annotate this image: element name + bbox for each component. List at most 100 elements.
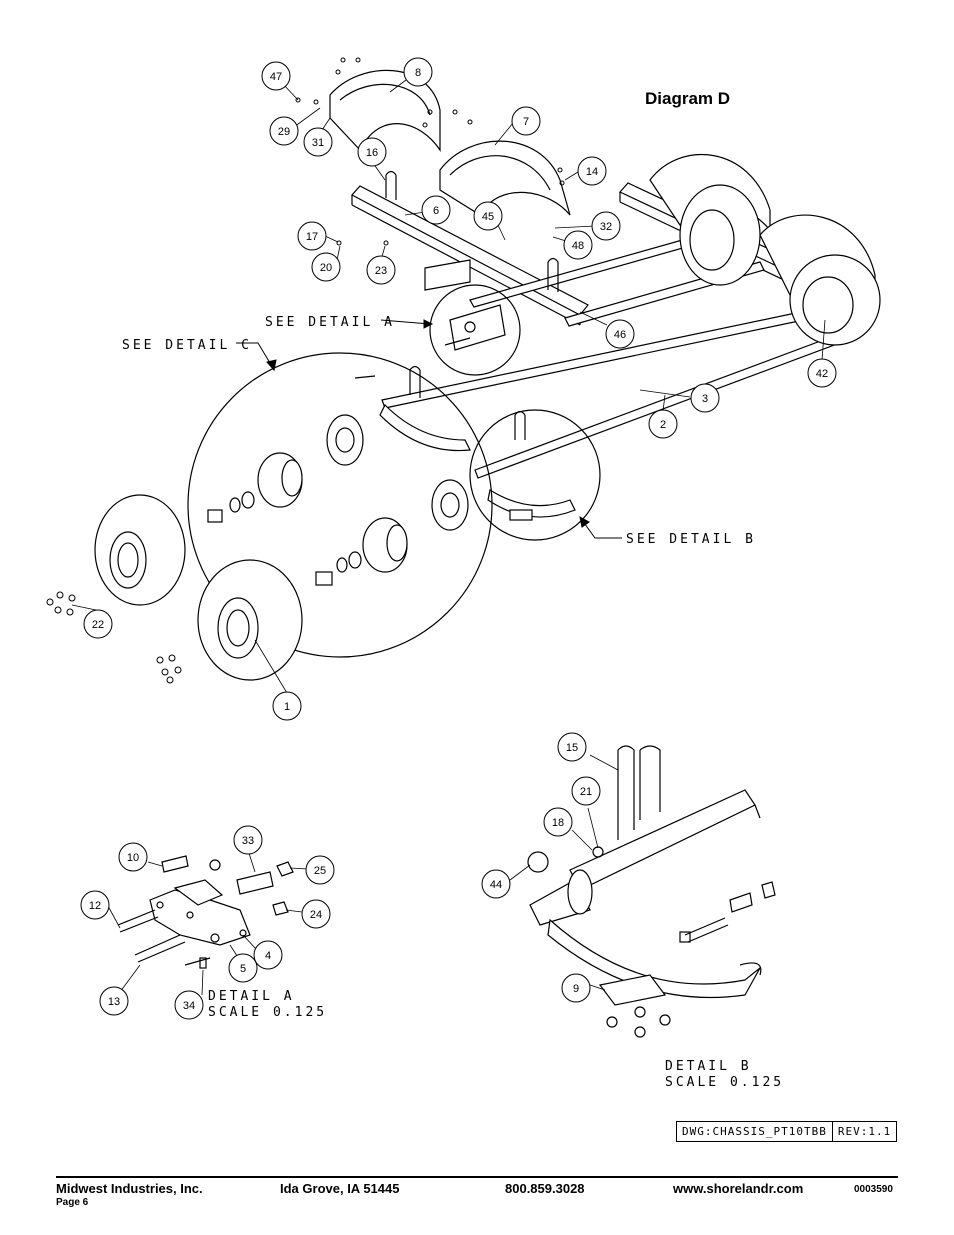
callout-label-4: 4 bbox=[265, 950, 271, 962]
callout-label-16: 16 bbox=[366, 147, 378, 159]
callout-label-48: 48 bbox=[572, 240, 584, 252]
callout-label-22: 22 bbox=[92, 619, 104, 631]
callout-circle-33 bbox=[233, 825, 263, 855]
callout-label-15: 15 bbox=[566, 742, 578, 754]
see-detail-c-label: SEE DETAIL C bbox=[122, 338, 252, 353]
callout-circle-32 bbox=[591, 211, 621, 241]
callout-label-13: 13 bbox=[108, 996, 120, 1008]
callout-label-29: 29 bbox=[278, 126, 290, 138]
callout-label-34: 34 bbox=[183, 1000, 195, 1012]
callout-circle-18 bbox=[543, 807, 573, 837]
callout-circle-6 bbox=[421, 195, 451, 225]
diagram-title: Diagram D bbox=[645, 89, 731, 108]
detail-a-circle bbox=[429, 284, 521, 376]
callout-label-45: 45 bbox=[482, 211, 494, 223]
callout-circle-3 bbox=[690, 383, 720, 413]
callout-label-21: 21 bbox=[580, 786, 592, 798]
callout-circle-1 bbox=[272, 691, 302, 721]
callout-circle-47 bbox=[261, 61, 291, 91]
u-bolts-main bbox=[385, 170, 559, 292]
callout-label-2: 2 bbox=[660, 419, 666, 431]
callout-circle-31 bbox=[303, 127, 333, 157]
callout-circle-25 bbox=[305, 855, 335, 885]
callout-circle-13 bbox=[99, 986, 129, 1016]
callout-circle-20 bbox=[311, 252, 341, 282]
callout-circle-17 bbox=[297, 221, 327, 251]
callout-label-23: 23 bbox=[375, 265, 387, 277]
callout-circle-29 bbox=[269, 116, 299, 146]
callout-label-3: 3 bbox=[702, 393, 708, 405]
callout-label-25: 25 bbox=[314, 865, 326, 877]
callout-circle-42 bbox=[807, 358, 837, 388]
tire-left-front bbox=[94, 494, 186, 606]
callout-label-1: 1 bbox=[284, 701, 290, 713]
footer-phone: 800.859.3028 bbox=[505, 1181, 585, 1196]
callout-circle-14 bbox=[577, 156, 607, 186]
detail-b-title: DETAIL B bbox=[665, 1059, 752, 1074]
detail-c-circle bbox=[187, 352, 493, 658]
callout-label-44: 44 bbox=[490, 879, 502, 891]
callout-circle-46 bbox=[605, 319, 635, 349]
callout-circle-48 bbox=[563, 230, 593, 260]
callout-label-9: 9 bbox=[573, 983, 579, 995]
footer-doc-number: 0003590 bbox=[854, 1184, 893, 1195]
callout-circle-7 bbox=[511, 106, 541, 136]
callout-label-14: 14 bbox=[586, 166, 598, 178]
callout-label-5: 5 bbox=[240, 963, 246, 975]
callout-circle-23 bbox=[366, 255, 396, 285]
callout-label-47: 47 bbox=[270, 71, 282, 83]
callout-circle-2 bbox=[648, 409, 678, 439]
callout-circle-8 bbox=[403, 57, 433, 87]
leader-lines bbox=[71, 79, 826, 996]
lug-nuts-group bbox=[46, 591, 182, 684]
callout-label-7: 7 bbox=[523, 116, 529, 128]
detail-a-drawing bbox=[117, 855, 294, 969]
drawing-number: DWG:CHASSIS_PT10TBB bbox=[682, 1125, 827, 1138]
callout-circle-5 bbox=[228, 953, 258, 983]
callout-circle-24 bbox=[301, 899, 331, 929]
detail-a-title: DETAIL A bbox=[208, 989, 295, 1004]
callout-circle-4 bbox=[253, 940, 283, 970]
callout-circle-9 bbox=[561, 973, 591, 1003]
callout-label-31: 31 bbox=[312, 137, 324, 149]
callout-label-20: 20 bbox=[320, 262, 332, 274]
callout-label-32: 32 bbox=[600, 221, 612, 233]
detail-pointers bbox=[236, 319, 622, 539]
callout-circle-45 bbox=[473, 201, 503, 231]
callout-label-24: 24 bbox=[310, 909, 322, 921]
callout-label-12: 12 bbox=[89, 900, 101, 912]
callout-circle-34 bbox=[174, 990, 204, 1020]
callout-circle-22 bbox=[83, 609, 113, 639]
detail-b-scale: SCALE 0.125 bbox=[665, 1075, 784, 1090]
footer-company: Midwest Industries, Inc. bbox=[56, 1181, 203, 1196]
tire-right-rear bbox=[789, 254, 881, 346]
callout-circle-15 bbox=[557, 732, 587, 762]
fender-front-left bbox=[329, 69, 441, 152]
footer-address: Ida Grove, IA 51445 bbox=[280, 1181, 400, 1196]
footer-page: Page 6 bbox=[56, 1197, 89, 1208]
detail-a-scale: SCALE 0.125 bbox=[208, 1005, 327, 1020]
tire-left-rear bbox=[197, 559, 303, 681]
callout-label-46: 46 bbox=[614, 329, 626, 341]
callout-label-18: 18 bbox=[552, 817, 564, 829]
fender-bolts bbox=[295, 57, 565, 246]
drawing-stamp: DWG:CHASSIS_PT10TBB REV:1.1 bbox=[676, 1121, 898, 1142]
see-detail-b-label: SEE DETAIL B bbox=[626, 532, 756, 547]
callout-label-42: 42 bbox=[816, 368, 828, 380]
callout-label-17: 17 bbox=[306, 231, 318, 243]
callout-circle-44 bbox=[481, 869, 511, 899]
callout-circle-21 bbox=[571, 776, 601, 806]
detail-b-circle bbox=[469, 409, 601, 541]
callout-label-8: 8 bbox=[415, 67, 421, 79]
fender-rear-left bbox=[439, 140, 571, 216]
tire-right-front bbox=[679, 184, 761, 286]
callout-label-10: 10 bbox=[127, 852, 139, 864]
see-detail-a-label: SEE DETAIL A bbox=[265, 315, 395, 330]
footer-rule bbox=[56, 1176, 898, 1178]
callout-circle-12 bbox=[80, 890, 110, 920]
revision: REV:1.1 bbox=[831, 1122, 896, 1141]
callout-circle-10 bbox=[118, 842, 148, 872]
callout-circle-16 bbox=[357, 137, 387, 167]
